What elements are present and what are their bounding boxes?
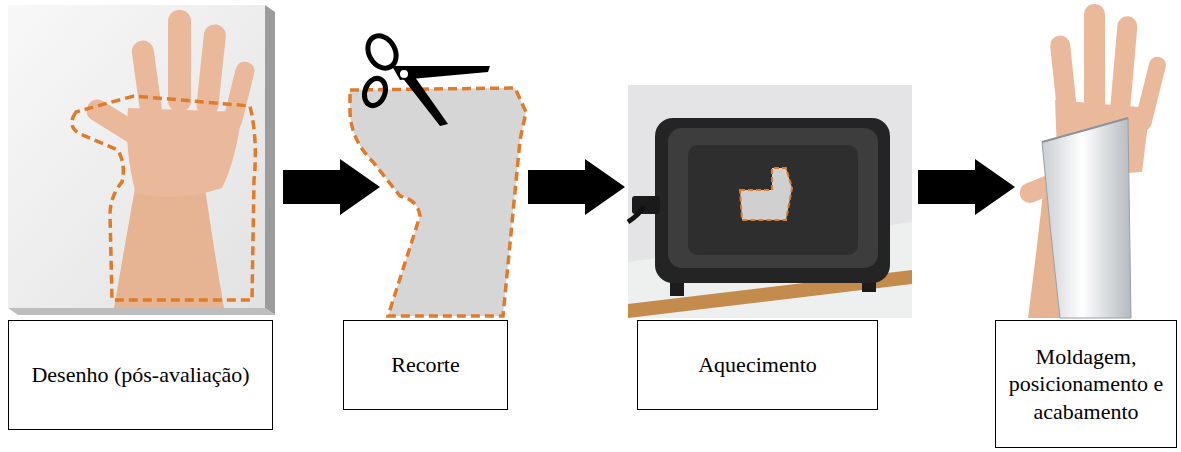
- splint-edge: [1042, 118, 1128, 142]
- process-step: Aquecimento: [625, 0, 918, 432]
- board-edge: [265, 5, 275, 315]
- board-edge: [8, 308, 275, 315]
- process-step: Recorte: [380, 0, 528, 432]
- splint: [1042, 118, 1131, 318]
- step-label: Recorte: [391, 351, 459, 379]
- power-cord: [628, 206, 644, 222]
- cut-outline: [72, 96, 256, 300]
- finger: [130, 39, 163, 121]
- finger: [1049, 34, 1078, 126]
- cutting-illustration: [350, 31, 526, 316]
- splint-hand-illustration: [1017, 4, 1168, 318]
- step-label: Desenho (pós-avaliação): [31, 361, 249, 389]
- scissors-blade: [398, 70, 448, 126]
- heating-pan-illustration: [628, 85, 912, 318]
- finger: [168, 10, 191, 112]
- process-step: Desenho (pós-avaliação): [8, 0, 283, 432]
- heated-piece: [740, 168, 792, 220]
- flow-arrow: [528, 159, 625, 215]
- finger: [1110, 15, 1139, 116]
- pan-body: [655, 118, 890, 283]
- scissors-pivot: [400, 70, 408, 78]
- flow-arrow: [283, 159, 380, 215]
- pan-rim: [668, 128, 878, 268]
- label-box: Desenho (pós-avaliação): [8, 320, 273, 430]
- thumb: [82, 95, 156, 153]
- finger: [221, 60, 256, 133]
- pan-floor: [688, 145, 858, 255]
- drawing-board-illustration: [8, 5, 275, 315]
- step-label: Moldagem, posicionamento e acabamento: [1006, 343, 1166, 426]
- board: [8, 5, 265, 308]
- step-label: Aquecimento: [698, 351, 817, 379]
- label-box: Recorte: [343, 320, 508, 410]
- finger: [1133, 55, 1168, 132]
- flow-arrow: [918, 159, 1015, 215]
- forearm: [114, 188, 224, 308]
- process-step: Moldagem, posicionamento e acabamento: [1015, 0, 1175, 432]
- label-box: Aquecimento: [637, 320, 878, 410]
- pan-control: [632, 196, 660, 214]
- finger: [1084, 4, 1105, 114]
- scissors-handle: [361, 75, 389, 108]
- photo-background: [628, 85, 912, 318]
- label-box: Moldagem, posicionamento e acabamento: [995, 320, 1177, 448]
